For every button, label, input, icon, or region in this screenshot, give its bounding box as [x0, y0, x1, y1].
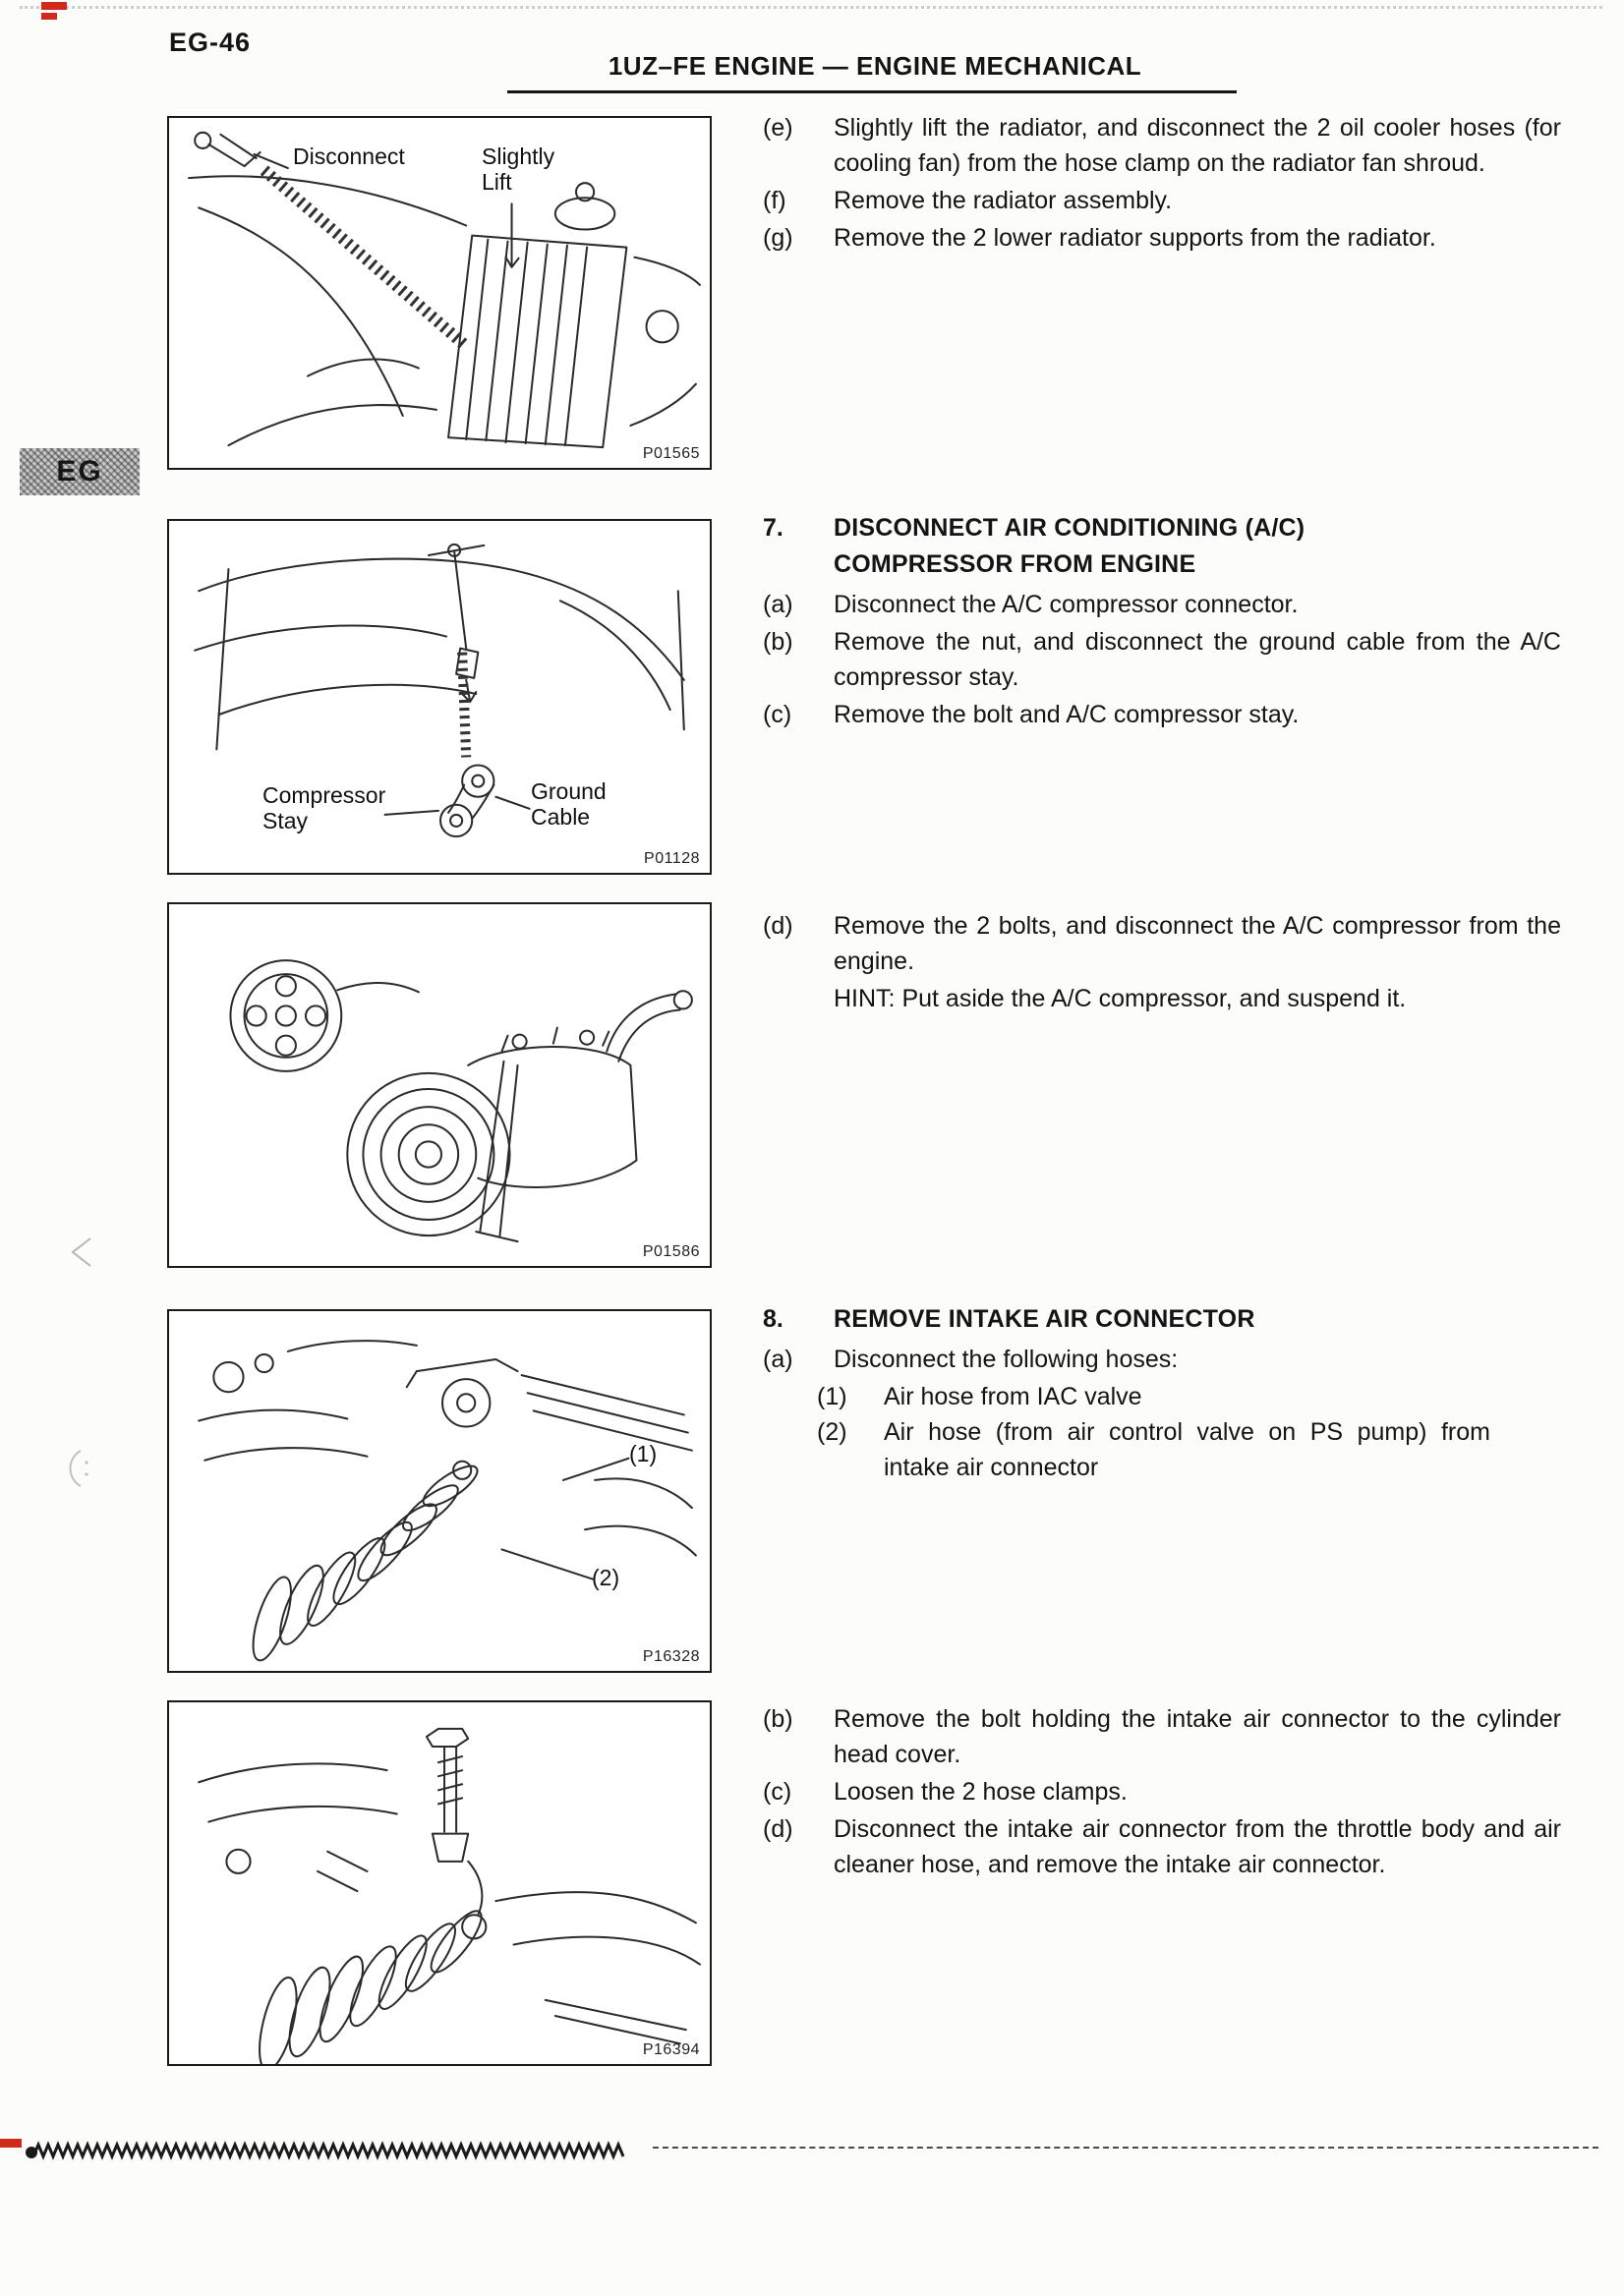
step-label: (a) [763, 1346, 793, 1373]
figure-compressor-stay: Compressor Stay Ground Cable P01128 [167, 519, 712, 875]
step-label: (c) [763, 701, 792, 728]
step-label: (c) [763, 1778, 792, 1806]
substep-label: (1) [817, 1383, 847, 1410]
figure-illustration [198, 1727, 701, 2064]
steps-e-f-g: (e) Slightly lift the radiator, and disc… [763, 110, 1561, 258]
step-label: (e) [763, 114, 793, 142]
step-text: Remove the radiator assembly. [834, 187, 1173, 214]
page-number: EG-46 [169, 28, 252, 57]
step-item: (c) Remove the bolt and A/C compressor s… [763, 697, 1561, 732]
step-item: (b) Remove the bolt holding the intake a… [763, 1701, 1561, 1772]
section-heading: 7. DISCONNECT AIR CONDITIONING (A/C) COM… [763, 510, 1561, 583]
step-text: Remove the bolt holding the intake air c… [834, 1705, 1561, 1768]
substep-text: Air hose (from air control valve on PS p… [884, 1418, 1490, 1481]
figure-code: P16394 [642, 2041, 700, 2058]
step-item: (c) Loosen the 2 hose clamps. [763, 1774, 1561, 1809]
step-text: Disconnect the intake air connector from… [834, 1815, 1561, 1878]
figure-code: P01565 [642, 445, 700, 462]
step-item: (f) Remove the radiator assembly. [763, 183, 1561, 218]
section-title: REMOVE INTAKE AIR CONNECTOR [834, 1305, 1255, 1333]
step-item: (d) Remove the 2 bolts, and disconnect t… [763, 908, 1561, 979]
red-scan-mark [0, 2139, 22, 2148]
step-item: (a) Disconnect the A/C compressor connec… [763, 587, 1561, 622]
figure-code: P01128 [644, 850, 700, 867]
section-7: 7. DISCONNECT AIR CONDITIONING (A/C) COM… [763, 510, 1561, 734]
section-heading: 8. REMOVE INTAKE AIR CONNECTOR [763, 1301, 1561, 1338]
step-text: Loosen the 2 hose clamps. [834, 1778, 1128, 1806]
substep-item: (2) Air hose (from air control valve on … [817, 1414, 1561, 1485]
side-tab-label: EG [56, 455, 103, 488]
side-tab-eg: EG [20, 448, 140, 495]
steps-b-c-d: (b) Remove the bolt holding the intake a… [763, 1701, 1561, 1884]
figure-code: P16328 [642, 1648, 700, 1665]
header-underline [507, 90, 1237, 93]
step-text: Remove the 2 bolts, and disconnect the A… [834, 912, 1561, 975]
step-text: Slightly lift the radiator, and disconne… [834, 114, 1561, 177]
step-label: (d) [763, 1815, 793, 1843]
scan-artifact [71, 1237, 91, 1267]
hint-item: HINT: Put aside the A/C compressor, and … [763, 981, 1561, 1016]
figure-label-compressor-stay: Compressor Stay [262, 782, 386, 834]
step-label: (a) [763, 591, 793, 618]
figure-illustration [198, 1340, 697, 1662]
scan-artifact [69, 1450, 88, 1487]
step-item: (e) Slightly lift the radiator, and disc… [763, 110, 1561, 181]
figure-illustration [188, 131, 701, 449]
step-text: Disconnect the following hoses: [834, 1346, 1179, 1373]
section-8: 8. REMOVE INTAKE AIR CONNECTOR (a) Disco… [763, 1301, 1561, 1485]
step-text: Remove the bolt and A/C compressor stay. [834, 701, 1300, 728]
step-label: (b) [763, 628, 793, 656]
step-text: Remove the nut, and disconnect the groun… [834, 628, 1561, 691]
figure-radiator-removal: Disconnect Slightly Lift P01565 [167, 116, 712, 470]
red-scan-mark [41, 2, 67, 10]
step-text: Disconnect the A/C compressor connector. [834, 591, 1299, 618]
section-number: 7. [763, 514, 783, 542]
step-item: (g) Remove the 2 lower radiator supports… [763, 220, 1561, 256]
substep-text: Air hose from IAC valve [884, 1383, 1142, 1410]
substep-label: (2) [817, 1418, 847, 1446]
step-label: (b) [763, 1705, 793, 1733]
figure-label-disconnect: Disconnect [293, 144, 405, 169]
red-scan-mark [41, 13, 57, 20]
page-title: 1UZ–FE ENGINE — ENGINE MECHANICAL [608, 51, 1142, 81]
step-text: Remove the 2 lower radiator supports fro… [834, 224, 1436, 252]
step-label: (g) [763, 224, 793, 252]
figure-label-1: (1) [629, 1441, 658, 1466]
step-label [763, 981, 834, 1016]
scan-dashed-line [653, 2147, 1598, 2149]
figure-ac-compressor: P01586 [167, 902, 712, 1268]
figure-intake-air-connector: P16394 [167, 1700, 712, 2066]
step-label: (d) [763, 912, 793, 940]
figure-label-ground-cable: Ground Cable [531, 778, 607, 831]
step-item: (d) Disconnect the intake air connector … [763, 1811, 1561, 1882]
figure-illustration [194, 543, 685, 838]
scan-dotted-line [20, 6, 1602, 9]
figure-illustration [229, 959, 693, 1243]
step-d-and-hint: (d) Remove the 2 bolts, and disconnect t… [763, 908, 1561, 1018]
section-title: DISCONNECT AIR CONDITIONING (A/C) COMPRE… [834, 514, 1305, 578]
figure-code: P01586 [642, 1243, 700, 1260]
figure-label-slightly-lift: Slightly Lift [482, 144, 555, 196]
step-item: (b) Remove the nut, and disconnect the g… [763, 624, 1561, 695]
figure-label-2: (2) [592, 1565, 620, 1590]
step-label: (f) [763, 187, 786, 214]
scan-squiggle [26, 2141, 625, 2160]
figure-intake-air-hoses: (1) (2) P16328 [167, 1309, 712, 1673]
section-number: 8. [763, 1305, 783, 1333]
substep-item: (1) Air hose from IAC valve [817, 1379, 1561, 1414]
hint-text: HINT: Put aside the A/C compressor, and … [834, 985, 1407, 1012]
step-item: (a) Disconnect the following hoses: [763, 1342, 1561, 1377]
